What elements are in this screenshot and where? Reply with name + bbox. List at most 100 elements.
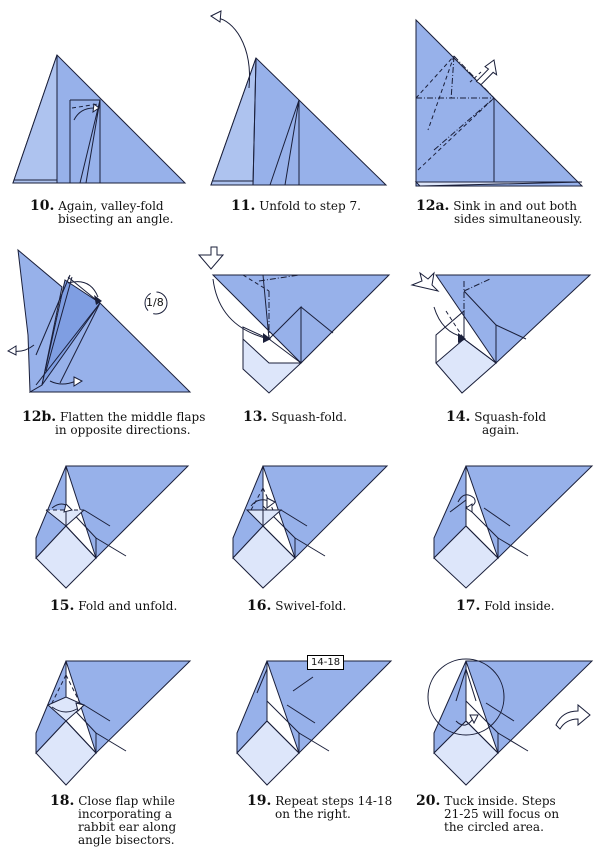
left-flap xyxy=(17,248,63,393)
step-11: 11. Unfold to step 7. xyxy=(203,0,406,215)
crease-line xyxy=(280,509,308,527)
step-number: 11. xyxy=(231,198,256,214)
tuck-arrow xyxy=(457,494,476,509)
step-number: 18. xyxy=(50,793,75,809)
step-text: rabbit ear along xyxy=(78,820,177,834)
flap-outline xyxy=(65,505,97,560)
step-11-diagram xyxy=(210,10,388,186)
step-12b-caption: 12b. Flatten the middle flaps in opposit… xyxy=(22,409,205,437)
flap-outline xyxy=(266,700,300,755)
step-15-caption: 15. Fold and unfold. xyxy=(50,598,178,614)
paper-base xyxy=(435,274,592,364)
crease-line xyxy=(45,276,73,372)
crease-line xyxy=(485,702,515,722)
step-text: Squash-fold xyxy=(474,410,547,424)
paper-layer xyxy=(12,54,58,184)
mountain-fold-line xyxy=(258,274,300,282)
step-text: sides simultaneously. xyxy=(454,212,583,226)
valley-fold-line xyxy=(242,274,270,292)
step-13-caption: 13. Squash-fold. xyxy=(243,409,347,425)
flap-outline xyxy=(262,505,296,560)
step-number: 19. xyxy=(247,793,272,809)
step-number: 15. xyxy=(50,598,75,614)
crease-line xyxy=(449,499,467,513)
mountain-fold-line xyxy=(450,55,455,101)
step-12b-diagram xyxy=(6,248,192,393)
step-number: 17. xyxy=(456,598,481,614)
valley-fold-line xyxy=(65,674,81,704)
step-11-caption: 11. Unfold to step 7. xyxy=(231,198,361,214)
step-text: Close flap while xyxy=(78,794,175,808)
step-10-caption: 10. Again, valley-fold bisecting an angl… xyxy=(30,199,174,226)
crease-line xyxy=(95,732,127,752)
step-12a-caption: 12a. Sink in and out both sides simultan… xyxy=(416,198,583,226)
crease-line xyxy=(495,324,527,340)
step-text: Sink in and out both xyxy=(453,199,577,213)
mountain-fold-line xyxy=(463,278,491,292)
crease-line xyxy=(300,306,334,334)
crease-line xyxy=(95,537,127,557)
arrow-head xyxy=(263,333,271,343)
step-12a-diagram xyxy=(414,18,584,187)
paper-edge xyxy=(414,181,583,187)
step-number: 14. xyxy=(446,409,471,425)
step-10: 10. Again, valley-fold bisecting an angl… xyxy=(0,0,203,226)
crease-line xyxy=(35,302,101,386)
arrow-head xyxy=(210,10,222,23)
step-20-caption: 20. Tuck inside. Steps 21-25 will focus … xyxy=(416,793,559,834)
paper-base xyxy=(65,465,190,559)
flap-outline xyxy=(65,700,97,755)
mountain-fold-line xyxy=(453,55,495,99)
step-13-diagram xyxy=(197,246,391,394)
step-13: 13. Squash-fold. xyxy=(197,215,406,430)
step-number: 12a. xyxy=(416,198,450,214)
step-text: Squash-fold. xyxy=(271,410,347,424)
crease-line xyxy=(294,537,326,557)
fold-arrow xyxy=(73,107,95,121)
arrow-head xyxy=(94,295,102,305)
step-17-caption: 17. Fold inside. xyxy=(456,598,555,614)
step-17: 17. Fold inside. xyxy=(406,430,609,645)
step-text: again. xyxy=(482,423,520,437)
paper-base xyxy=(65,660,192,754)
paper-base xyxy=(415,18,584,187)
step-19-caption: 19. Repeat steps 14-18 on the right. xyxy=(247,793,393,821)
arrow-head xyxy=(92,103,100,114)
crease-line xyxy=(292,676,314,692)
arrow-head xyxy=(6,345,17,356)
crease-line xyxy=(497,537,529,557)
arrow-stem xyxy=(467,71,482,85)
step-text: Again, valley-fold xyxy=(58,199,164,213)
mountain-fold-line xyxy=(433,97,495,151)
flatten-arrow xyxy=(67,281,99,298)
step-text: bisecting an angle. xyxy=(58,212,174,226)
step-text: in opposite directions. xyxy=(55,423,191,437)
sink-arrow xyxy=(475,59,498,86)
step-number: 12b. xyxy=(22,409,57,425)
arrow-head xyxy=(73,376,84,387)
arrow-head xyxy=(75,702,85,712)
step-text: Fold inside. xyxy=(484,599,555,613)
step-text: Tuck inside. Steps xyxy=(444,794,556,808)
crease-line xyxy=(256,668,268,694)
step-number: 16. xyxy=(247,598,272,614)
flap-outline xyxy=(465,700,499,755)
arrow-head xyxy=(458,333,466,343)
rotation-label: 1/8 xyxy=(146,296,164,309)
step-14-caption: 14. Squash-fold again. xyxy=(446,409,547,437)
valley-fold-line xyxy=(417,97,495,171)
valley-fold-line xyxy=(415,55,455,99)
unfold-arrow xyxy=(216,17,251,89)
step-text: incorporating a xyxy=(78,807,173,821)
step-number: 13. xyxy=(243,409,268,425)
step-text: Repeat steps 14-18 xyxy=(275,794,393,808)
step-text: angle bisectors. xyxy=(78,833,175,847)
step-text: Unfold to step 7. xyxy=(259,199,361,213)
step-18-caption: 18. Close flap while incorporating a rab… xyxy=(50,793,177,847)
step-number: 20. xyxy=(416,793,441,809)
step-text: Fold and unfold. xyxy=(78,599,178,613)
push-arrow xyxy=(197,246,225,270)
step-18-diagram xyxy=(35,660,192,786)
step-text: the circled area. xyxy=(444,820,544,834)
crease-line xyxy=(35,274,71,356)
